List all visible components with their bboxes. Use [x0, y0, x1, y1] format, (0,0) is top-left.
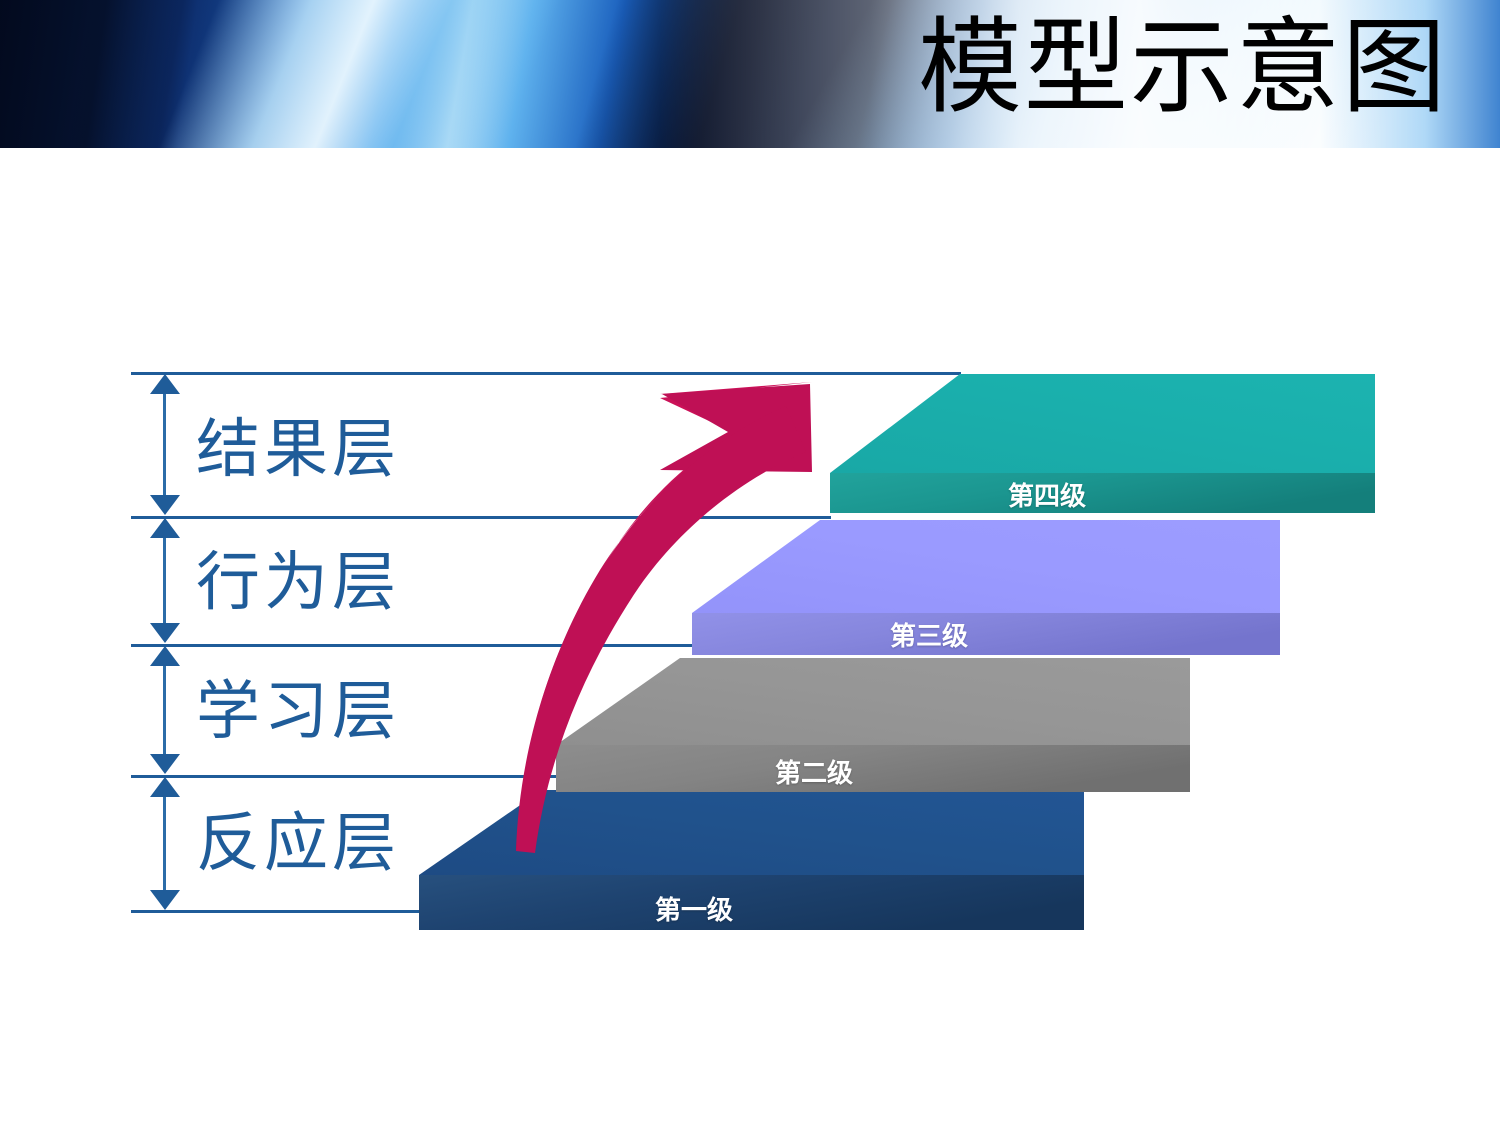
level-1-top-face [419, 790, 1084, 875]
scale-arrow-up-band-3 [150, 646, 180, 666]
layer-label-reaction: 反应层 [196, 807, 400, 879]
level-3-top-face [692, 520, 1280, 613]
scale-axis-band-2 [163, 524, 166, 638]
scale-arrow-down-band-3 [150, 754, 180, 774]
level-1-front-face [419, 875, 1084, 930]
scale-arrow-up-band-1 [150, 374, 180, 394]
separator-line-3 [131, 775, 571, 778]
layer-label-results: 结果层 [196, 413, 400, 485]
scale-axis-band-4 [163, 783, 166, 905]
growth-arrow-body [516, 406, 806, 853]
page-title: 模型示意图 [917, 10, 1448, 126]
separator-line-2 [131, 644, 701, 647]
pyramid-level-1-label: 第一级 [655, 895, 734, 925]
level-2-front-face [556, 745, 1190, 792]
level-2-top-face [556, 658, 1190, 745]
pyramid-level-2-label: 第二级 [775, 758, 854, 788]
scale-arrow-up-band-2 [150, 518, 180, 538]
slide-header-banner: 模型示意图 [0, 0, 1500, 148]
layer-label-learning: 学习层 [196, 675, 400, 747]
layer-label-behavior: 行为层 [196, 546, 400, 618]
pyramid-level-3-label: 第三级 [890, 621, 969, 651]
scale-axis-band-1 [163, 380, 166, 510]
scale-arrow-down-band-2 [150, 623, 180, 643]
scale-arrow-up-band-4 [150, 777, 180, 797]
separator-line-bottom [131, 910, 421, 913]
separator-line-top [131, 372, 961, 375]
layer-scale: 结果层 行为层 学习层 反应层 [131, 372, 961, 913]
level-4-top-face [830, 374, 1375, 473]
scale-arrow-down-band-1 [150, 495, 180, 515]
scale-arrow-down-band-4 [150, 890, 180, 910]
separator-line-1 [131, 516, 831, 519]
level-3-front-face [692, 613, 1280, 655]
scale-axis-band-3 [163, 652, 166, 769]
pyramid-level-4-label: 第四级 [1008, 481, 1087, 511]
header-right-blue-edge [0, 0, 1500, 148]
level-4-front-face [830, 473, 1375, 513]
